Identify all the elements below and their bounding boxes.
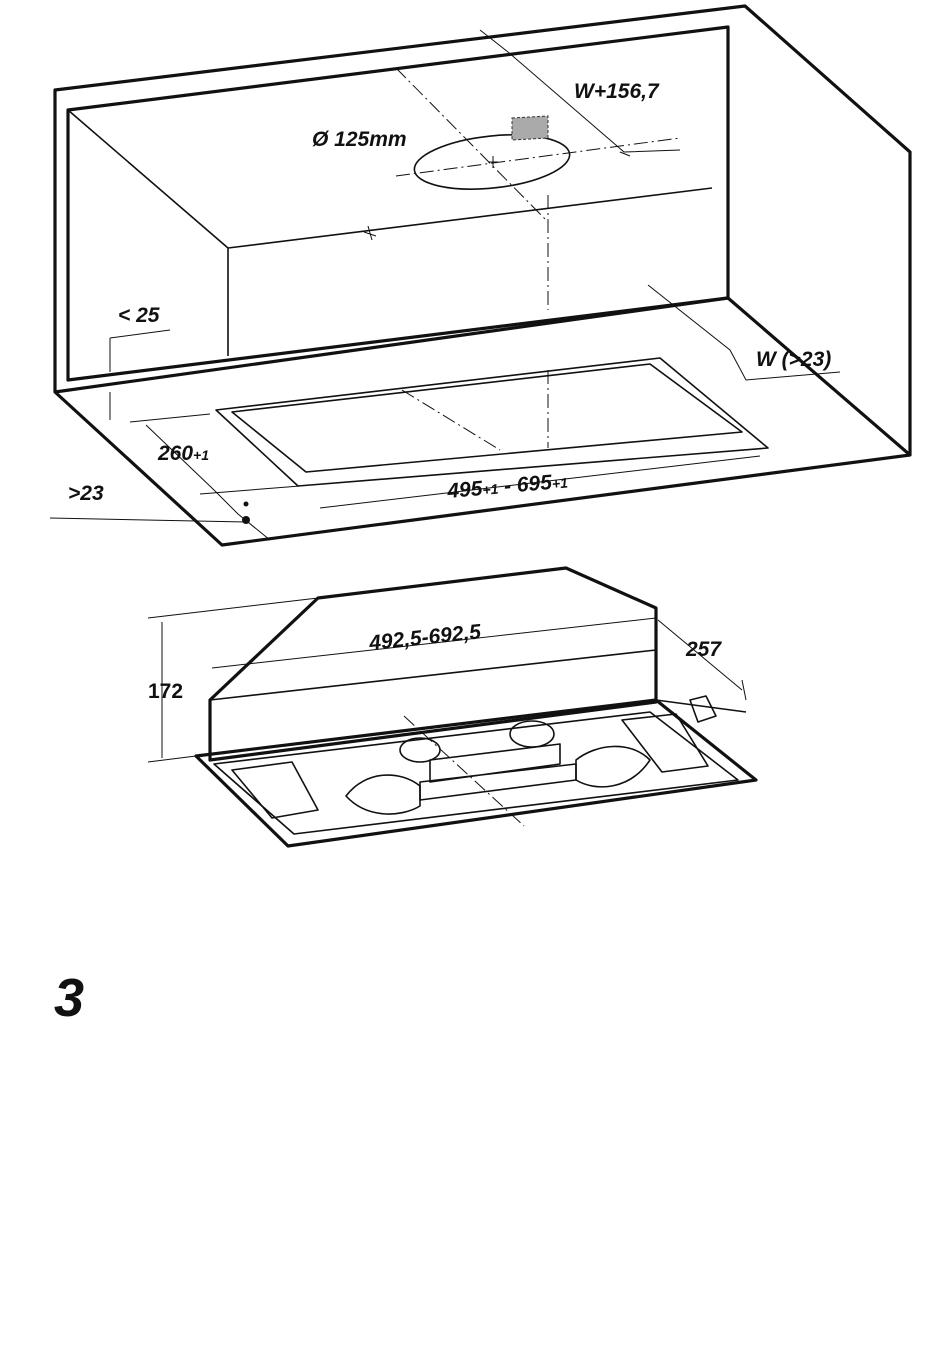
duct-stub [512,116,548,140]
width-max: 695 [516,471,553,497]
width-range-label: 492,5-692,5 [367,620,482,655]
side-clearance-label: W (>23) [756,348,831,371]
bulb-left [346,775,420,814]
width-min-tolerance: +1 [482,481,500,498]
offset-label: W+156,7 [574,80,660,103]
width-min: 495 [445,477,483,503]
width-separator: - [497,474,518,499]
figure-number: 3 [54,968,84,1028]
unit-housing [210,568,656,760]
duct-diameter-label: Ø 125mm [312,128,407,151]
min-edge-label: >23 [68,482,104,505]
unit-dimension-labels: 492,5-692,5 257 172 [148,620,722,703]
depth-tolerance: +1 [193,447,209,463]
bulb-right [576,746,650,786]
unit-tray [196,700,756,846]
front-gap-label: < 25 [118,304,160,327]
depth-cutout-label: 260+1 [157,442,209,465]
depth-label: 257 [685,638,722,661]
width-max-tolerance: +1 [551,475,569,492]
height-label: 172 [148,680,183,703]
depth-cutout-value: 260 [157,442,193,465]
width-cutout-label: 495+1 - 695+1 [445,470,568,504]
unit-drawing [148,568,756,846]
